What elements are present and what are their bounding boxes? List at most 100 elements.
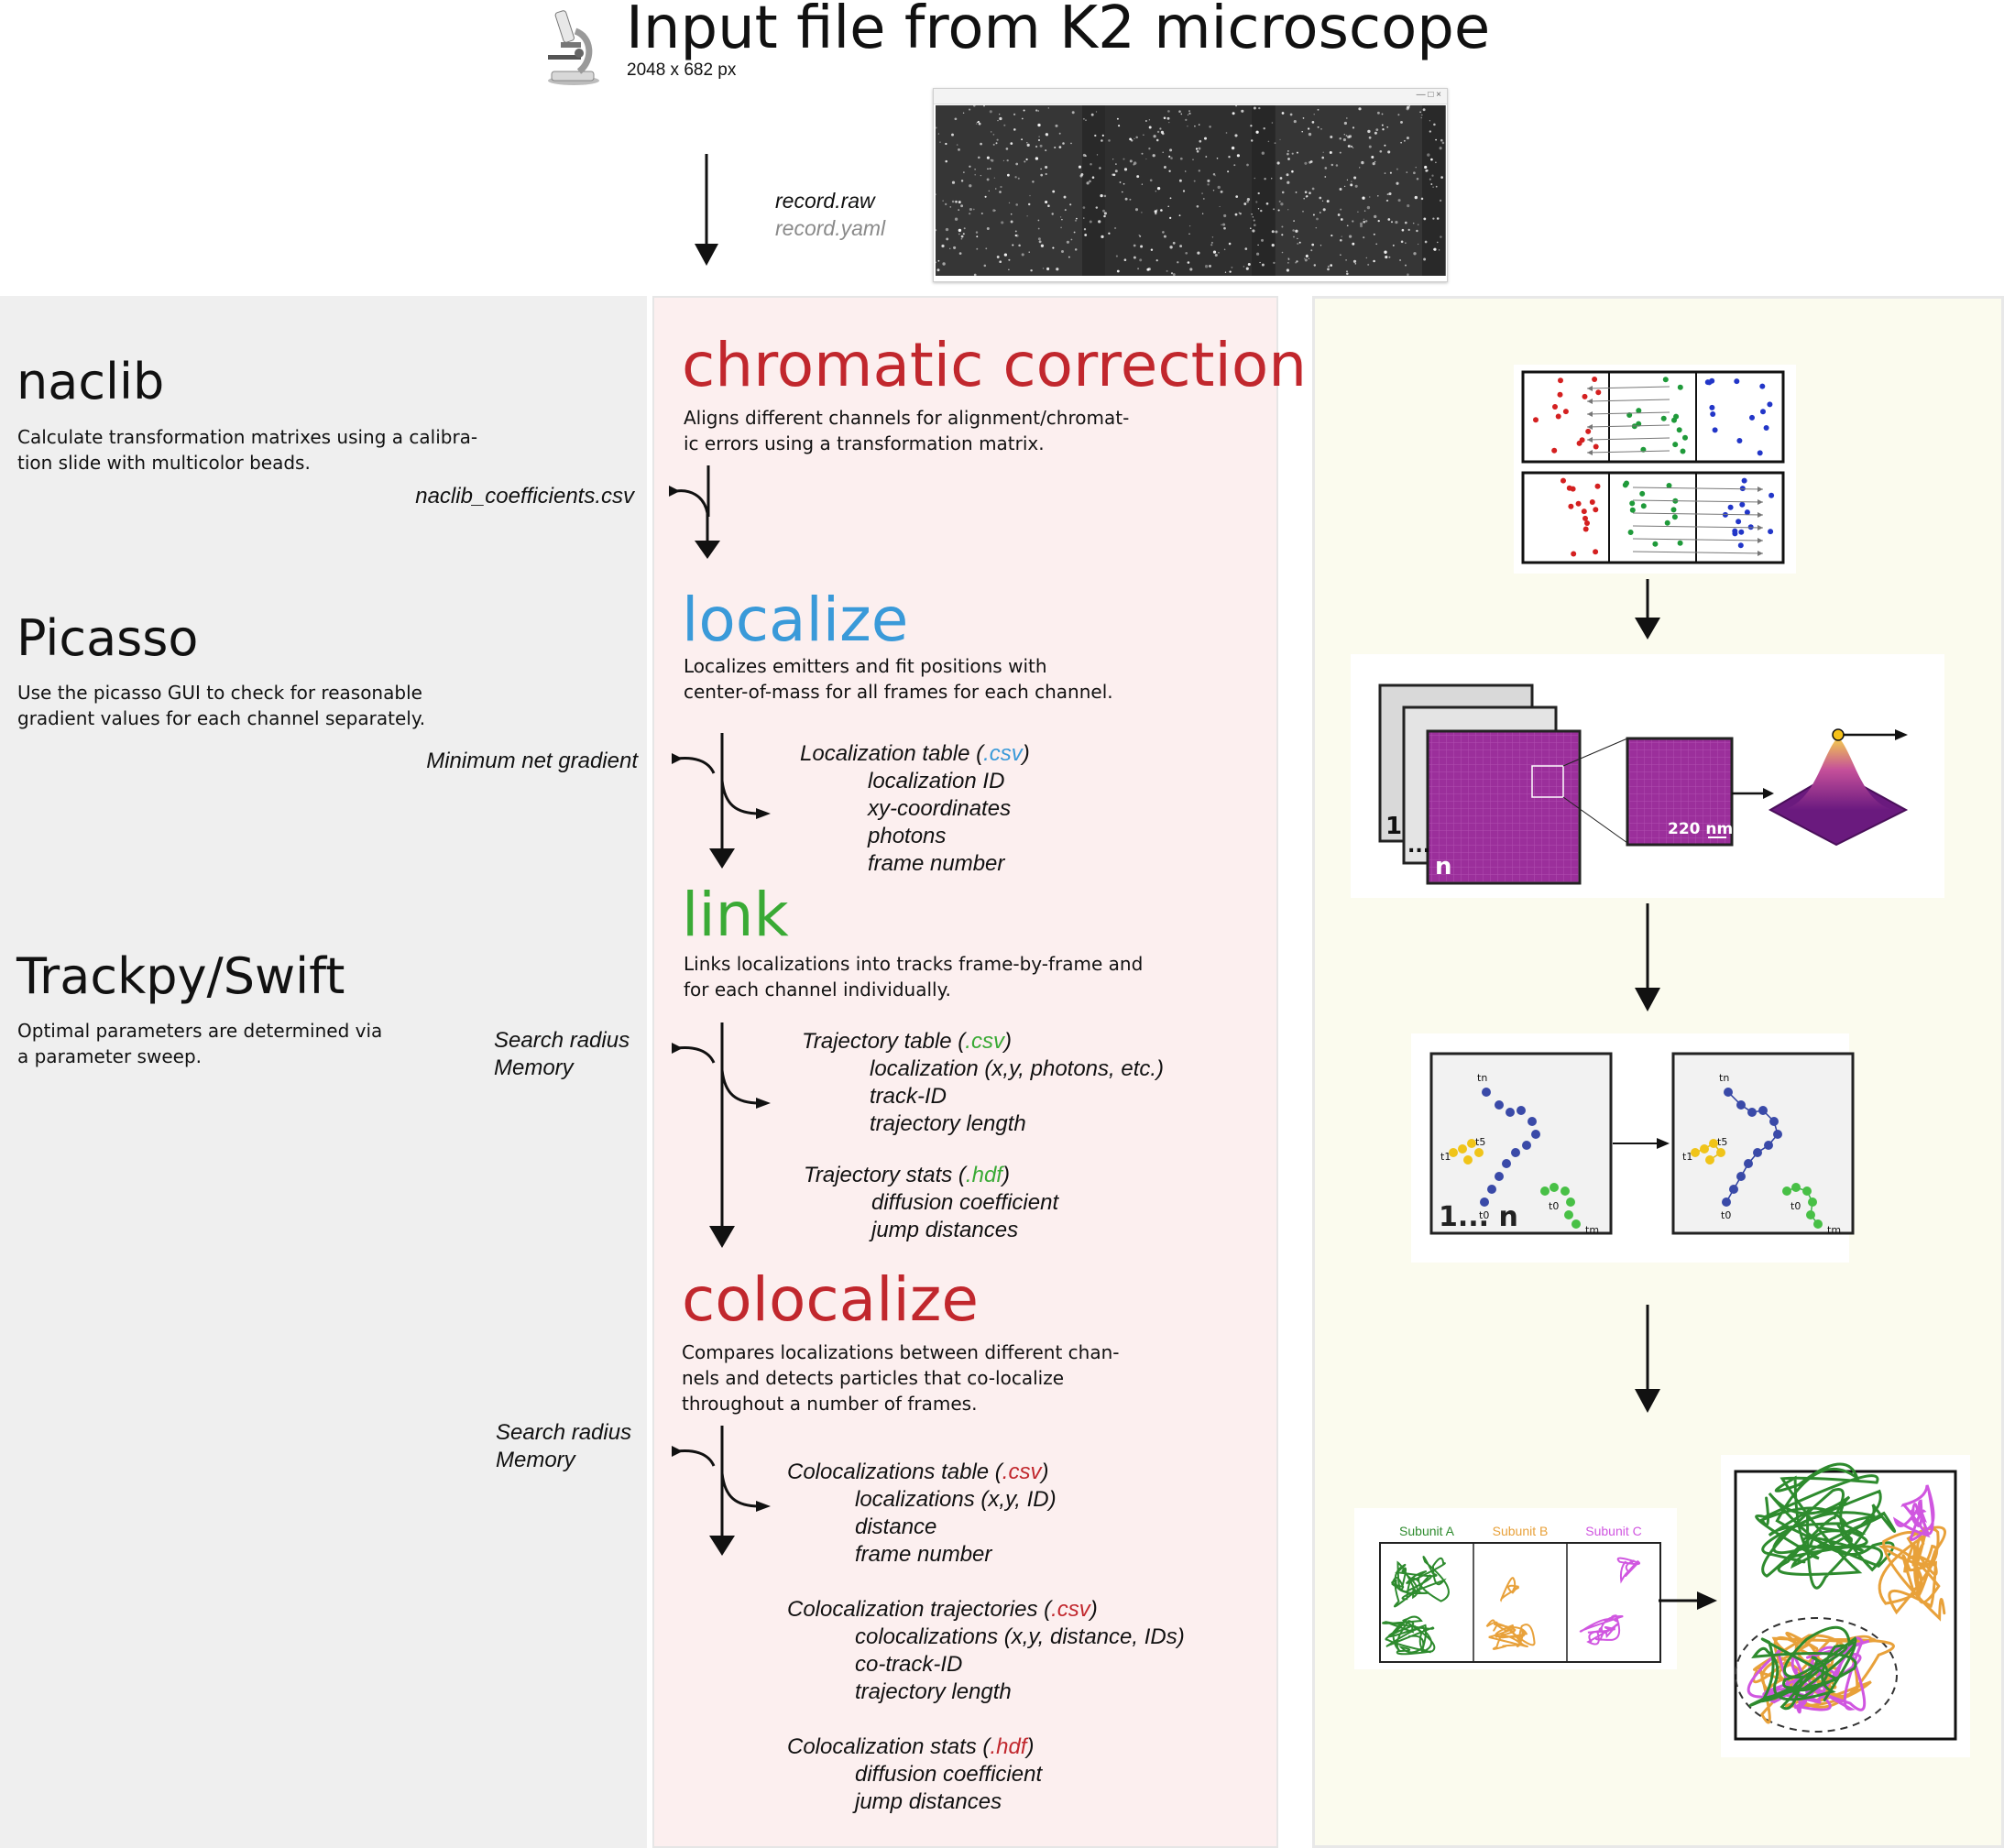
track-point: [1758, 1106, 1768, 1115]
emitter-spot: [1359, 222, 1363, 225]
emitter-spot: [1150, 248, 1154, 251]
emitter-spot: [1406, 137, 1409, 140]
emitter-spot: [1021, 253, 1024, 257]
emitter-spot: [1178, 179, 1182, 182]
emitter-spot: [1169, 246, 1173, 249]
emitter-spot: [948, 247, 951, 250]
emitter-spot: [1311, 243, 1315, 246]
track-point: [1517, 1106, 1526, 1115]
output-ext: .hdf: [990, 1734, 1027, 1759]
emitter-spot: [1060, 226, 1062, 229]
emitter-spot: [1309, 160, 1313, 163]
emitter-spot: [1102, 209, 1105, 213]
output-item: co-track-ID: [855, 1652, 963, 1677]
shift-arrowhead: [1587, 399, 1593, 404]
emitter-spot: [951, 200, 955, 203]
emitter-spot: [1178, 214, 1181, 216]
emitter-spot: [1223, 248, 1226, 251]
coloc-track-b: [1878, 1525, 1946, 1622]
input-arrow: [695, 154, 718, 266]
emitter-spot: [977, 120, 980, 124]
track-point: [1782, 1186, 1791, 1196]
emitter-spot: [1381, 113, 1384, 115]
frame-box: [1671, 1052, 1855, 1235]
emitter-spot: [960, 180, 964, 182]
desc-line: Links localizations into tracks frame-by…: [684, 953, 1144, 975]
emitter-spot: [1385, 256, 1388, 259]
emitter-spot: [1068, 256, 1070, 258]
bead-dot: [1662, 377, 1669, 383]
emitter-spot: [1214, 175, 1216, 177]
bead-dot: [1629, 507, 1636, 513]
emitter-spot: [1170, 272, 1174, 275]
emitter-spot: [1168, 121, 1170, 124]
time-label: tn: [1477, 1072, 1487, 1084]
emitter-spot: [1405, 242, 1407, 244]
emitter-spot: [1211, 236, 1214, 238]
stack-first-label: 1: [1385, 813, 1402, 840]
shift-arrowhead: [1587, 450, 1593, 455]
bead-dot: [1584, 520, 1590, 526]
track-point: [1808, 1197, 1817, 1207]
emitter-spot: [1245, 267, 1249, 270]
emitter-spot: [1154, 210, 1157, 213]
emitter-spot: [976, 235, 979, 238]
pipeline-panel: [652, 296, 1278, 1848]
emitter-spot: [1384, 172, 1386, 174]
output-ext: .csv: [983, 741, 1023, 766]
emitter-spot: [1188, 110, 1190, 112]
emitter-spot: [1291, 169, 1294, 173]
emitter-spot: [1055, 124, 1058, 127]
emitter-spot: [1350, 183, 1353, 187]
emitter-spot: [1343, 121, 1348, 126]
emitter-spot: [1140, 245, 1144, 248]
emitter-spot: [1137, 268, 1140, 270]
bead-dot: [1575, 500, 1582, 507]
output-close: ): [1002, 1163, 1010, 1187]
bead-dot: [1677, 540, 1683, 546]
bead-dot: [1709, 377, 1715, 384]
window-controls: — □ ×: [1416, 90, 1441, 100]
emitter-spot: [991, 159, 994, 162]
emitter-spot: [935, 126, 937, 129]
emitter-spot: [1271, 230, 1275, 234]
emitter-spot: [1331, 235, 1333, 237]
track-point: [1540, 1186, 1550, 1196]
emitter-spot: [1345, 117, 1348, 119]
subunit-c-track: [1579, 1614, 1624, 1646]
channel-seam: [1252, 105, 1276, 276]
emitter-spot: [1267, 140, 1270, 143]
output-title-text: Localization table (: [800, 741, 984, 766]
emitter-spot: [1281, 251, 1284, 254]
emitter-spot: [1279, 177, 1283, 180]
emitter-spot: [1035, 157, 1039, 160]
emitter-spot: [1436, 217, 1440, 220]
emitter-spot: [1220, 190, 1223, 193]
emitter-spot: [1094, 134, 1097, 137]
emitter-spot: [976, 121, 979, 124]
emitter-spot: [1228, 242, 1232, 246]
emitter-spot: [1235, 104, 1238, 107]
bead-dot: [1636, 408, 1642, 414]
emitter-spot: [974, 173, 976, 176]
desc-line: gradient values for each channel separat…: [17, 707, 426, 729]
emitter-spot: [976, 247, 979, 250]
emitter-spot: [958, 148, 960, 151]
emitter-spot: [1276, 161, 1280, 165]
step-desc-link: Links localizations into tracks frame-by…: [684, 951, 1143, 1002]
emitter-spot: [1303, 197, 1306, 200]
tool-name-naclib: naclib: [16, 353, 165, 410]
psf-illustration: 1 ... n 220 nm: [1378, 683, 1909, 885]
emitter-spot: [1073, 231, 1076, 234]
emitter-spot: [1247, 262, 1251, 267]
emitter-spot: [1309, 191, 1311, 194]
bead-dot: [1629, 500, 1636, 507]
emitter-spot: [1062, 142, 1065, 145]
emitter-spot: [1347, 135, 1351, 139]
emitter-spot: [1045, 133, 1049, 137]
emitter-spot: [1197, 251, 1200, 255]
emitter-spot: [1010, 213, 1013, 215]
emitter-spot: [1076, 217, 1078, 220]
emitter-spot: [1235, 195, 1239, 198]
emitter-spot: [1253, 224, 1256, 227]
